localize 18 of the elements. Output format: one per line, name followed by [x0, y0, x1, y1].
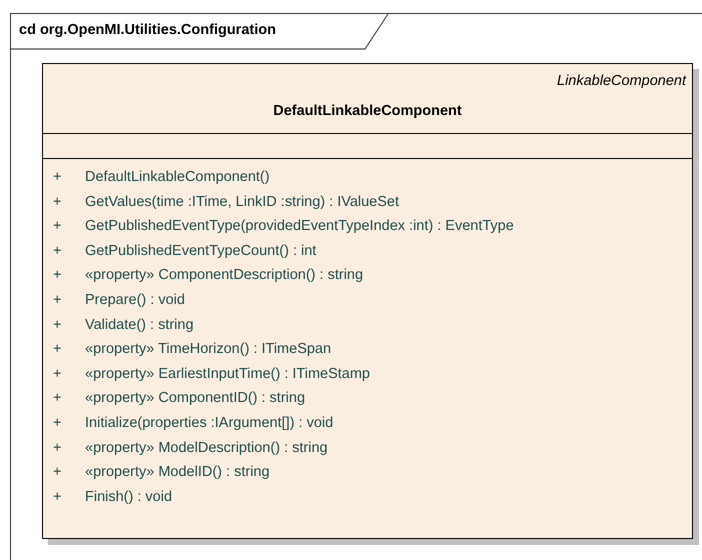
- operation-text: + GetValues(time :ITime, LinkID :string) : IValueSet: [53, 192, 400, 212]
- operation-text: + GetPublishedEventType(providedEventTypeIndex :int) : EventType: [53, 217, 514, 236]
- operation-text: + «property» ModelID() : string: [53, 463, 270, 482]
- operation-text: + «property» ModelDescription() : string: [53, 438, 328, 458]
- stereotype-label: LinkableComponent: [557, 73, 686, 89]
- operation-text: + GetPublishedEventTypeCount() : int: [53, 242, 316, 261]
- operation-text: + «property» EarliestInputTime() : ITimeStamp: [53, 364, 370, 384]
- diagram-frame: [10, 13, 702, 560]
- operation-text: + Prepare() : void: [53, 290, 185, 310]
- operation-text: + «property» ComponentDescription() : string: [53, 266, 364, 286]
- class-name: DefaultLinkableComponent: [273, 103, 462, 119]
- operation-text: + «property» ComponentID() : string: [53, 389, 306, 408]
- operation-text: + DefaultLinkableComponent(): [53, 168, 270, 187]
- operation-text: + Validate() : string: [53, 316, 194, 335]
- frame-title: cd org.OpenMI.Utilities.Configuration: [19, 22, 276, 38]
- operation-text: + Initialize(properties :IArgument[]) : void: [53, 414, 334, 433]
- operation-text: + Finish() : void: [53, 488, 172, 507]
- operation-text: + «property» TimeHorizon() : ITimeSpan: [53, 340, 332, 360]
